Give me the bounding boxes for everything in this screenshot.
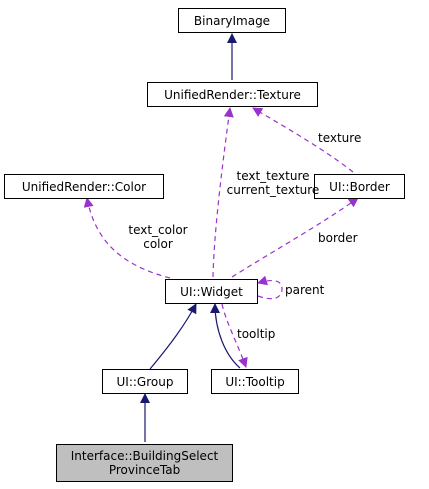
- edge-label-texture: texture: [318, 131, 362, 145]
- edge-widget-texture: [212, 107, 234, 278]
- edge-widget-parent: [257, 275, 283, 300]
- node-buildingselect-provincetab[interactable]: Interface::BuildingSelect ProvinceTab: [56, 444, 233, 482]
- node-binaryimage-label: BinaryImage: [193, 13, 271, 28]
- edge-label-tooltip: tooltip: [237, 327, 276, 341]
- node-border[interactable]: UI::Border: [314, 174, 405, 199]
- node-group[interactable]: UI::Group: [102, 369, 188, 394]
- node-color[interactable]: UnifiedRender::Color: [4, 174, 164, 199]
- node-widget[interactable]: UI::Widget: [165, 279, 258, 304]
- edge-widget-tooltip: [221, 303, 248, 368]
- edge-label-current-texture: current_texture: [226, 183, 320, 197]
- edge-label-color-group: text_color color: [122, 223, 194, 251]
- edge-label-text-color: text_color: [128, 223, 188, 237]
- node-texture[interactable]: UnifiedRender::Texture: [147, 82, 318, 107]
- node-tooltip-label: UI::Tooltip: [225, 374, 285, 389]
- edge-label-border: border: [318, 231, 358, 245]
- node-widget-label: UI::Widget: [180, 284, 243, 299]
- edge-tooltip-widget: [210, 303, 241, 369]
- node-color-label: UnifiedRender::Color: [21, 179, 147, 194]
- node-binaryimage[interactable]: BinaryImage: [178, 8, 286, 33]
- edge-label-text-texture: text_texture: [236, 169, 310, 183]
- edge-label-parent: parent: [285, 283, 325, 297]
- node-border-label: UI::Border: [329, 179, 390, 194]
- edge-widget-color: [83, 197, 171, 279]
- node-buildingselect-label-line2: ProvinceTab: [108, 463, 181, 477]
- node-texture-label: UnifiedRender::Texture: [164, 87, 301, 102]
- edge-border-texture: [252, 107, 354, 173]
- edge-label-text-texture-group: text_texture current_texture: [223, 169, 323, 197]
- node-group-label: UI::Group: [116, 374, 174, 389]
- edge-label-color: color: [143, 237, 173, 251]
- node-buildingselect-label-line1: Interface::BuildingSelect: [70, 449, 219, 463]
- edge-group-widget: [149, 303, 197, 370]
- node-tooltip[interactable]: UI::Tooltip: [211, 369, 299, 394]
- edge-widget-border: [231, 197, 359, 278]
